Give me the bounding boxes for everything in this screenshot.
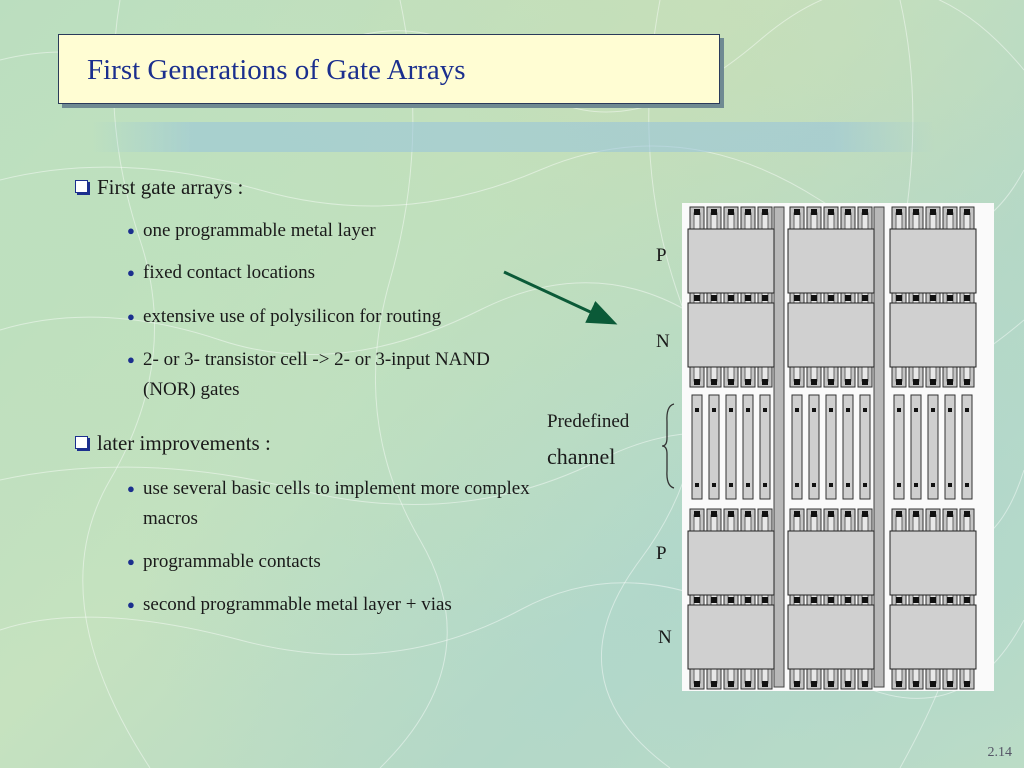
dot-bullet-icon: ● xyxy=(127,223,135,238)
label-p-bottom: P xyxy=(656,543,667,564)
dot-bullet-icon: ● xyxy=(127,554,135,569)
list-item: ● use several basic cells to implement m… xyxy=(127,474,583,534)
list-item: ● 2- or 3- transistor cell -> 2- or 3-in… xyxy=(127,345,543,405)
list-item: ● second programmable metal layer + vias xyxy=(127,590,452,620)
list-item: ● one programmable metal layer xyxy=(127,216,376,246)
list-item: ● programmable contacts xyxy=(127,547,321,577)
section-heading-2: later improvements : xyxy=(75,431,271,456)
list-item: ● extensive use of polysilicon for routi… xyxy=(127,302,441,332)
label-channel-line2: channel xyxy=(547,444,616,469)
square-bullet-icon xyxy=(75,436,88,449)
dot-bullet-icon: ● xyxy=(127,481,135,496)
pointer-arrow xyxy=(503,270,618,325)
section-heading-1: First gate arrays : xyxy=(75,175,243,200)
dot-bullet-icon: ● xyxy=(127,352,135,367)
list-item: ● fixed contact locations xyxy=(127,258,315,288)
slide-title: First Generations of Gate Arrays xyxy=(87,54,466,86)
dot-bullet-icon: ● xyxy=(127,597,135,612)
label-p-top: P xyxy=(656,245,667,266)
title-box: First Generations of Gate Arrays xyxy=(58,34,720,104)
square-bullet-icon xyxy=(75,180,88,193)
gate-array-layout-image xyxy=(682,203,994,691)
dot-bullet-icon: ● xyxy=(127,265,135,280)
label-channel-line1: Predefined xyxy=(547,411,630,432)
slide-number: 2.14 xyxy=(987,745,1013,760)
title-underline-band xyxy=(92,122,934,152)
gate-array-layout-icon xyxy=(687,206,977,690)
curly-brace-icon xyxy=(661,403,675,489)
label-n-top: N xyxy=(656,331,670,352)
label-n-bottom: N xyxy=(658,627,672,648)
dot-bullet-icon: ● xyxy=(127,309,135,324)
